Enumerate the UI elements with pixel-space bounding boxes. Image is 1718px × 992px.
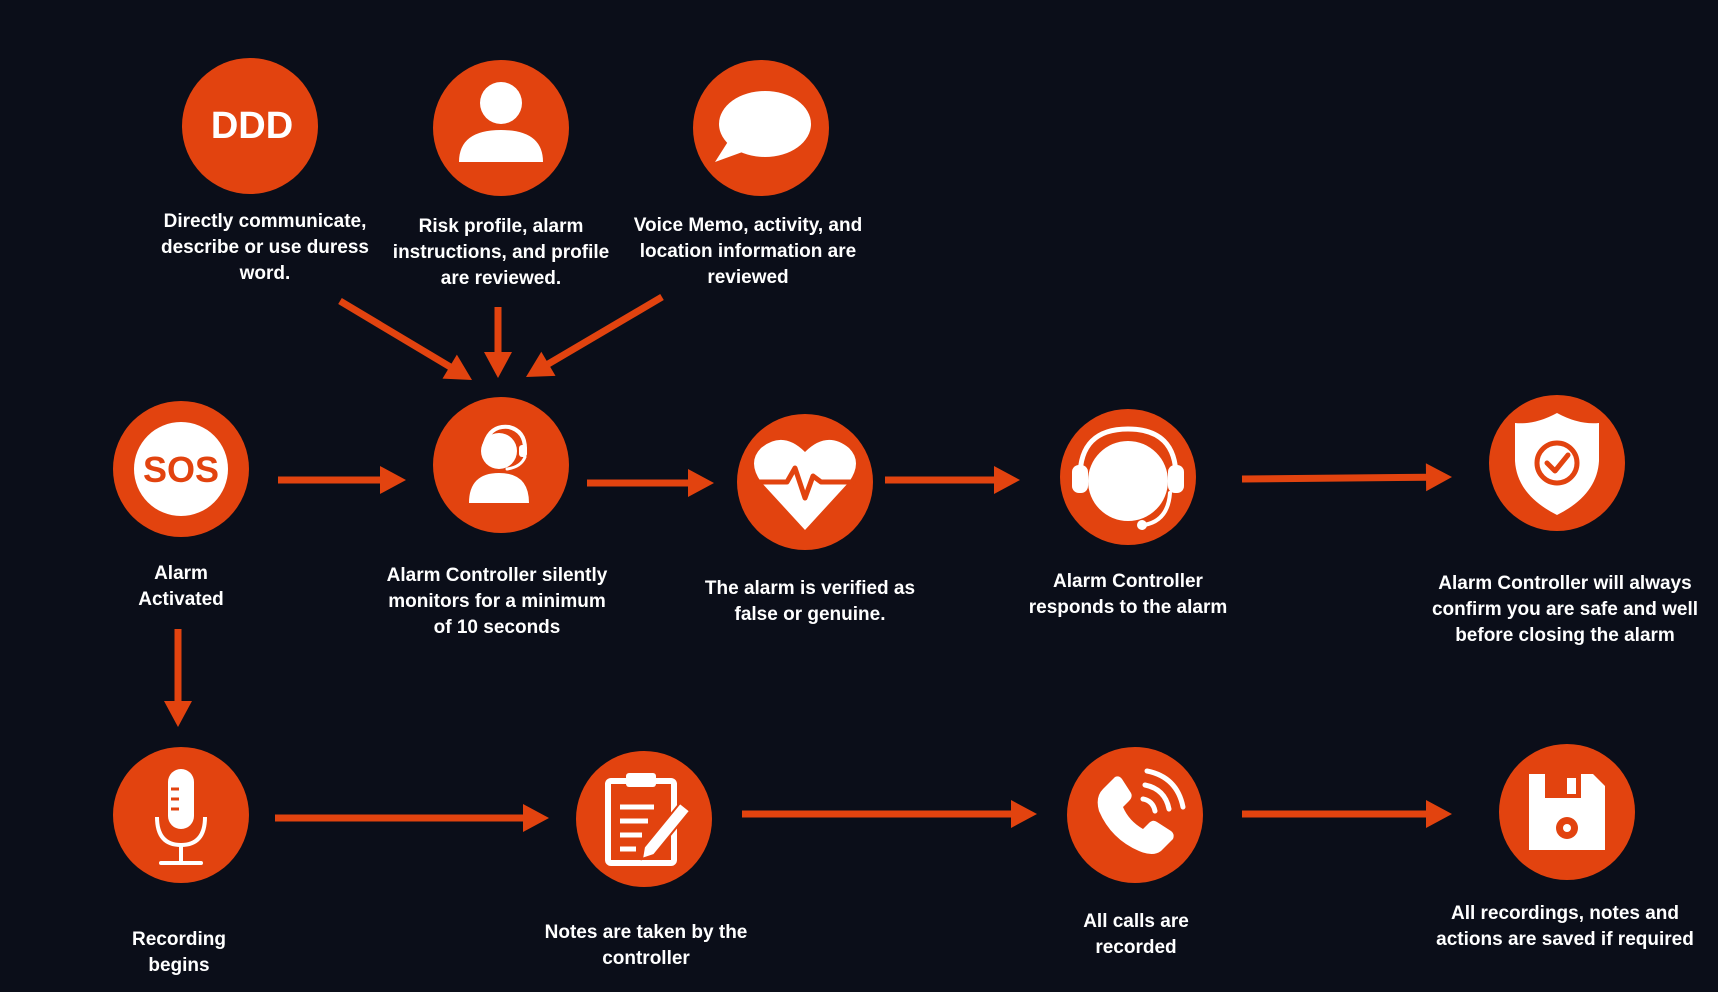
floppy-disk-icon [1529, 774, 1605, 850]
label-responds: Alarm Controller responds to the alarm [1028, 571, 1228, 618]
microphone-icon [155, 769, 207, 865]
arrow-ddd-to-controller [338, 297, 472, 380]
arrow-head [688, 469, 714, 497]
label-calls: All calls are recorded [1083, 911, 1189, 958]
label-risk: Risk profile, alarm instructions, and pr… [392, 216, 610, 289]
arrow-notes-to-calls [742, 800, 1037, 828]
headset-icon [1072, 426, 1184, 530]
arrow-shaft [338, 297, 454, 371]
node-confirm [1489, 395, 1625, 531]
arrow-responds-to-confirm [1241, 463, 1452, 492]
arrow-head [1011, 800, 1037, 828]
label-recording: Recording begins [132, 929, 226, 976]
user-profile-icon [459, 82, 543, 162]
arrow-recording-to-notes [275, 804, 549, 832]
label-controller: Alarm Controller silently monitors for a… [386, 565, 608, 638]
speech-bubble-icon [715, 91, 811, 162]
label-notes: Notes are taken by the controller [544, 922, 748, 969]
arrow-head [1426, 800, 1452, 828]
label-saved: All recordings, notes and actions are sa… [1436, 903, 1694, 950]
arrow-calls-to-saved [1242, 800, 1452, 828]
operator-headset-icon [469, 424, 529, 503]
node-recording [113, 747, 249, 883]
arrow-risk-to-controller [484, 307, 512, 378]
node-verify [737, 414, 873, 550]
arrow-head [526, 351, 556, 377]
node-risk [433, 60, 569, 196]
arrow-head [523, 804, 549, 832]
arrow-verify-to-responds [885, 466, 1020, 494]
sos-icon-text: SOS [143, 449, 219, 490]
node-sos: SOS [113, 401, 249, 537]
node-notes [576, 751, 712, 887]
arrow-shaft [1241, 473, 1429, 483]
sos-icon: SOS [134, 422, 228, 516]
node-voice [693, 60, 829, 196]
heart-pulse-icon [754, 439, 856, 530]
phone-signal-icon [1097, 768, 1186, 854]
arrow-sos-to-recording [164, 629, 192, 727]
ddd-text-icon: DDD [211, 105, 293, 147]
node-ddd: DDD [182, 58, 318, 194]
arrow-shaft [544, 293, 664, 368]
label-ddd: Directly communicate, describe or use du… [160, 211, 370, 284]
label-confirm: Alarm Controller will always confirm you… [1431, 573, 1699, 646]
arrow-voice-to-controller [526, 293, 664, 377]
arrow-sos-to-controller [278, 466, 406, 494]
shield-check-icon [1515, 413, 1599, 515]
arrow-head [164, 701, 192, 727]
node-calls [1067, 747, 1203, 883]
arrow-controller-to-verify [587, 469, 714, 497]
arrow-head [1425, 463, 1452, 492]
clipboard-pencil-icon [605, 773, 692, 866]
arrow-head [380, 466, 406, 494]
node-responds [1060, 409, 1196, 545]
ddd-icon-text: DDD [211, 105, 293, 147]
label-sos: Alarm Activated [138, 563, 224, 610]
node-saved [1499, 744, 1635, 880]
label-verify: The alarm is verified as false or genuin… [704, 578, 916, 625]
arrow-head [442, 354, 472, 380]
label-voice: Voice Memo, activity, and location infor… [633, 215, 863, 288]
arrow-head [994, 466, 1020, 494]
arrow-head [484, 352, 512, 378]
node-controller [433, 397, 569, 533]
